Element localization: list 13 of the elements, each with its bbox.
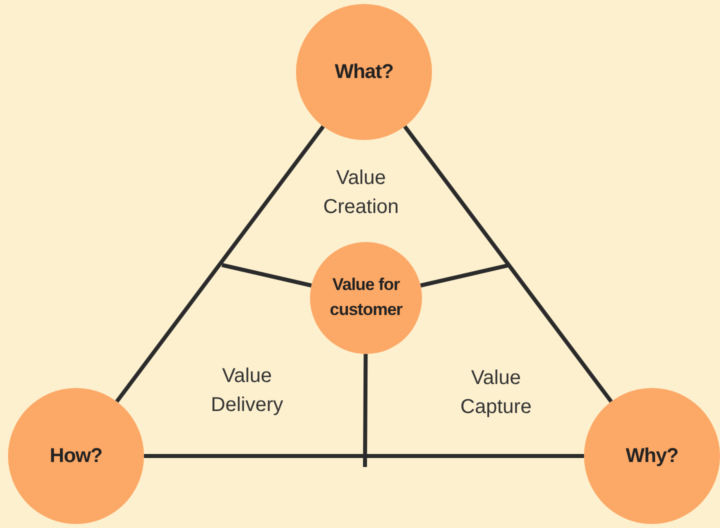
region-label: Value Creation — [322, 166, 400, 220]
region-label: Value Delivery — [210, 364, 284, 418]
node-label: Why? — [626, 444, 678, 468]
connector-line — [115, 125, 325, 403]
node-label: Value for customer — [328, 274, 404, 321]
connector-line — [403, 125, 613, 403]
node-label: What? — [334, 60, 394, 84]
region-label: Value Capture — [459, 366, 533, 420]
node-label: How? — [50, 444, 102, 468]
connector-line — [144, 454, 584, 458]
connector-line — [420, 263, 510, 288]
connector-line — [363, 354, 368, 468]
connector-line — [222, 263, 312, 288]
